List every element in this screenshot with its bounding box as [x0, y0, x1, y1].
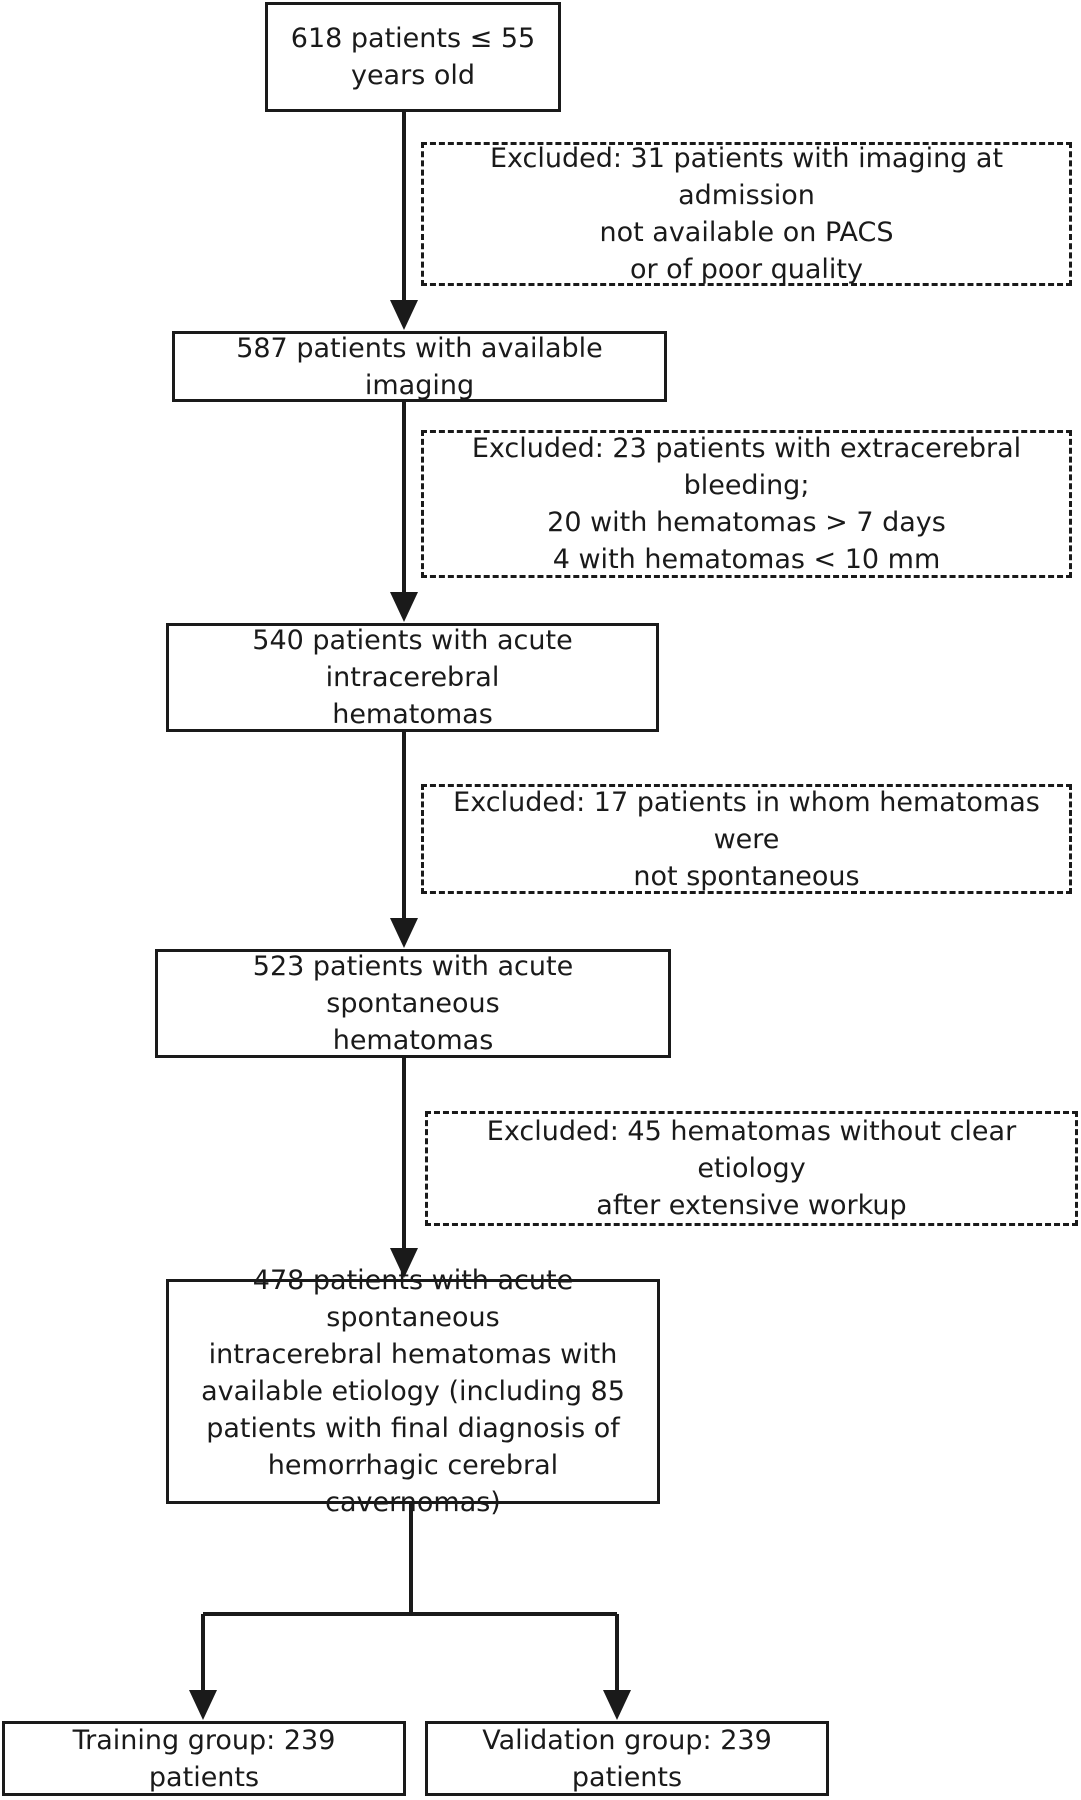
box-available-imaging: 587 patients with available imaging [172, 331, 667, 402]
arrowhead-training [189, 1690, 217, 1720]
box-training-group-text: Training group: 239 patients [72, 1724, 336, 1793]
arrowhead-step4 [390, 918, 418, 948]
box-final-cohort-text: 478 patients with acute spontaneous intr… [201, 1265, 625, 1518]
box-training-group: Training group: 239 patients [2, 1721, 406, 1796]
box-exclusion-bleeding-text: Excluded: 23 patients with extracerebral… [471, 433, 1022, 575]
box-final-cohort: 478 patients with acute spontaneous intr… [166, 1265, 660, 1518]
box-exclusion-not-spontaneous-text: Excluded: 17 patients in whom hematomas … [453, 786, 1040, 892]
box-initial-patients: 618 patients ≤ 55 years old [265, 2, 561, 112]
box-initial-patients-text: 618 patients ≤ 55 years old [290, 23, 536, 91]
box-acute-intracerebral: 540 patients with acute intracerebral he… [166, 623, 659, 732]
box-validation-group-text: Validation group: 239 patients [482, 1724, 772, 1793]
box-available-imaging-text: 587 patients with available imaging [236, 332, 603, 401]
box-exclusion-imaging-text: Excluded: 31 patients with imaging at ad… [489, 143, 1004, 285]
box-exclusion-imaging: Excluded: 31 patients with imaging at ad… [421, 142, 1072, 286]
arrowhead-validation [603, 1690, 631, 1720]
arrowhead-step5 [390, 1248, 418, 1278]
box-exclusion-bleeding: Excluded: 23 patients with extracerebral… [421, 430, 1072, 578]
box-acute-spontaneous: 523 patients with acute spontaneous hema… [155, 949, 671, 1058]
box-acute-intracerebral-text: 540 patients with acute intracerebral he… [252, 625, 573, 730]
arrowhead-step3 [390, 592, 418, 622]
box-validation-group: Validation group: 239 patients [425, 1721, 829, 1796]
box-acute-spontaneous-text: 523 patients with acute spontaneous hema… [252, 951, 574, 1056]
box-exclusion-not-spontaneous: Excluded: 17 patients in whom hematomas … [421, 784, 1072, 894]
box-exclusion-etiology: Excluded: 45 hematomas without clear eti… [425, 1111, 1078, 1226]
arrowhead-step2 [390, 300, 418, 330]
box-exclusion-etiology-text: Excluded: 45 hematomas without clear eti… [486, 1116, 1017, 1221]
